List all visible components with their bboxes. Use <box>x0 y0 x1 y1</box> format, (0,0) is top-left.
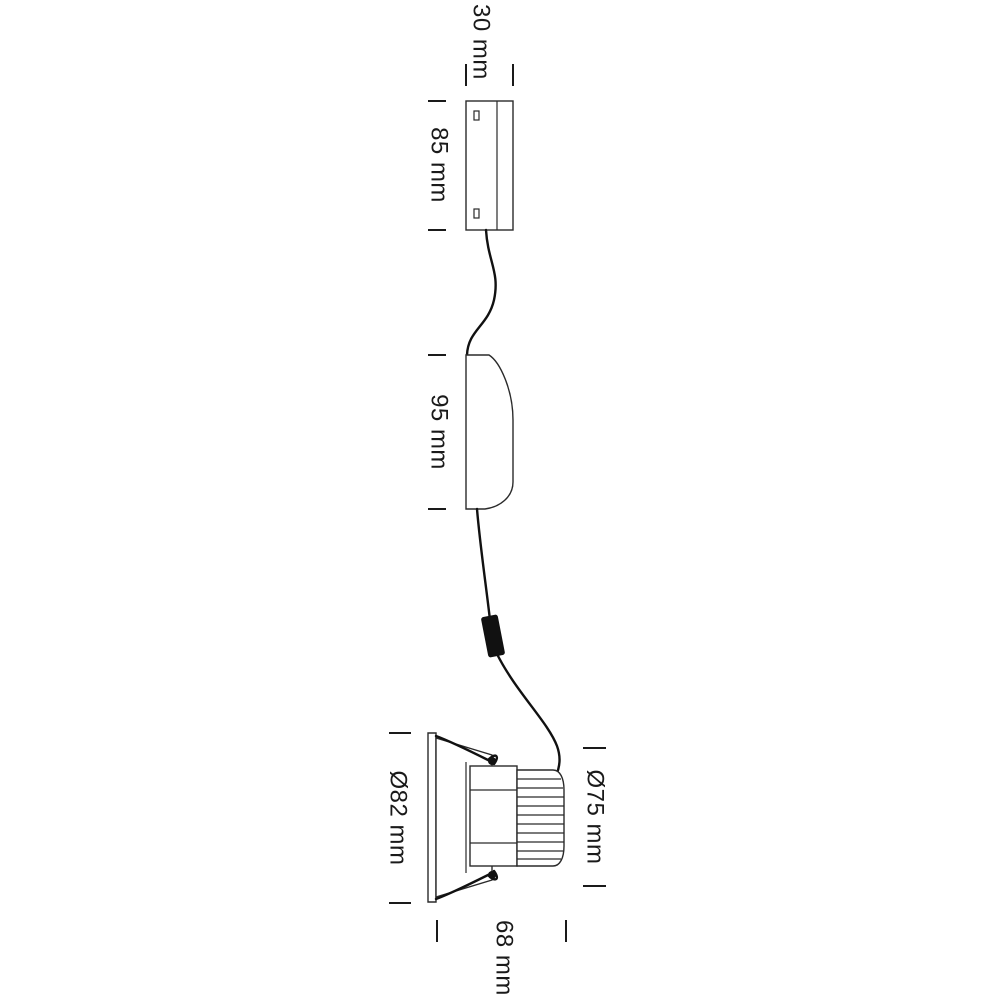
cable-driver-to-ferrite <box>475 507 492 622</box>
downlight <box>427 732 565 903</box>
dim-label-junction-box-depth: 30 mm <box>468 4 495 80</box>
driver-body <box>465 354 514 510</box>
dim-label-recess-depth: 68 mm <box>491 920 518 996</box>
ferrite-bead <box>481 614 505 658</box>
dim-label-cutout-diameter: Ø82 mm <box>385 770 412 865</box>
junction-box-slot-bottom <box>473 208 480 219</box>
spring-clip-pivot-bottom <box>488 871 496 879</box>
cable-ferrite-to-downlight <box>495 652 561 778</box>
dim-label-junction-box-length: 85 mm <box>426 127 453 203</box>
dim-label-body-diameter: Ø75 mm <box>582 769 609 864</box>
downlight-trim <box>427 732 437 903</box>
junction-box-slot-top <box>473 110 480 121</box>
spring-clip-pivot-top <box>488 757 496 765</box>
spring-clip-top <box>434 734 499 766</box>
cable-junction-to-driver <box>465 228 497 357</box>
heatsink-fins <box>517 778 564 860</box>
junction-box-body <box>465 100 514 231</box>
downlight-body <box>469 765 518 867</box>
junction-box <box>465 100 514 231</box>
dim-label-driver-length: 95 mm <box>426 394 453 470</box>
